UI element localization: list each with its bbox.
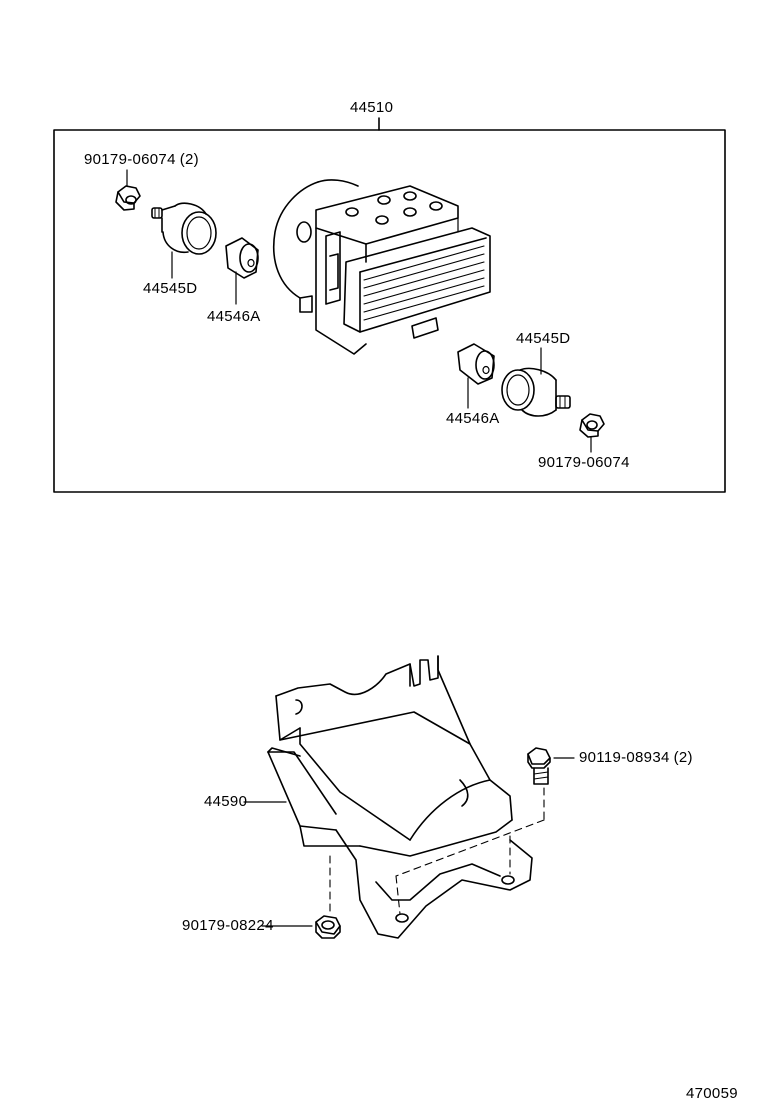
bolt [527,747,575,785]
sensor-left [151,202,217,279]
nut-bottom [261,915,341,939]
filter-right [457,343,495,409]
label-nut-lower-right: 90179-06074 [538,454,630,471]
label-filter-right: 44546A [446,410,500,427]
nut-upper-left [115,169,141,211]
quantity: (2) [179,151,199,168]
quantity: (2) [673,749,693,766]
figure-number: 470059 [686,1085,738,1102]
label-filter-left: 44546A [207,308,261,325]
label-sensor-right: 44545D [516,330,571,347]
mounting-bracket [243,655,533,939]
label-sensor-left: 44545D [143,280,198,297]
part-number: 90119-08934 [579,749,670,766]
label-nut-upper-left: 90179-06074(2) [84,152,199,168]
assembly-guides [329,787,545,915]
label-assembly: 44510 [350,99,394,116]
label-bolt: 90119-08934(2) [579,750,693,766]
filter-left [225,237,259,305]
assembly-frame [53,129,726,493]
label-nut-bottom: 90179-08224 [182,917,274,934]
sensor-right [501,347,571,417]
label-bracket: 44590 [204,793,248,810]
abs-actuator [273,179,491,355]
part-number: 90179-06074 [84,151,176,168]
nut-lower-right [579,413,605,453]
